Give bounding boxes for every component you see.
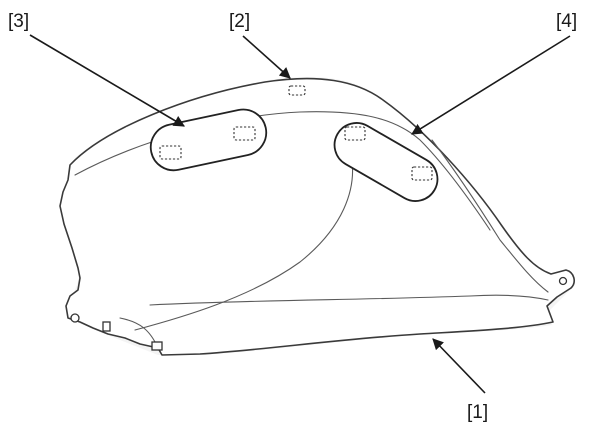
callout-1: [1] [467,402,488,423]
mounting-hole-right [558,276,568,286]
mounting-hole-left [70,313,80,323]
slot-bottom [151,341,163,351]
leader-line-1 [432,338,486,394]
callout-3: [3] [8,11,29,32]
slot-left [102,321,111,332]
pad-4 [333,122,439,202]
cover-outline [59,77,575,356]
leader-line-4 [411,35,571,135]
callout-4: [4] [556,11,577,32]
leader-line-2 [242,35,291,79]
tank-cover-part [59,77,575,356]
leader-line-3 [29,34,185,127]
callout-2: [2] [229,11,250,32]
tab-2-marker [288,85,306,96]
